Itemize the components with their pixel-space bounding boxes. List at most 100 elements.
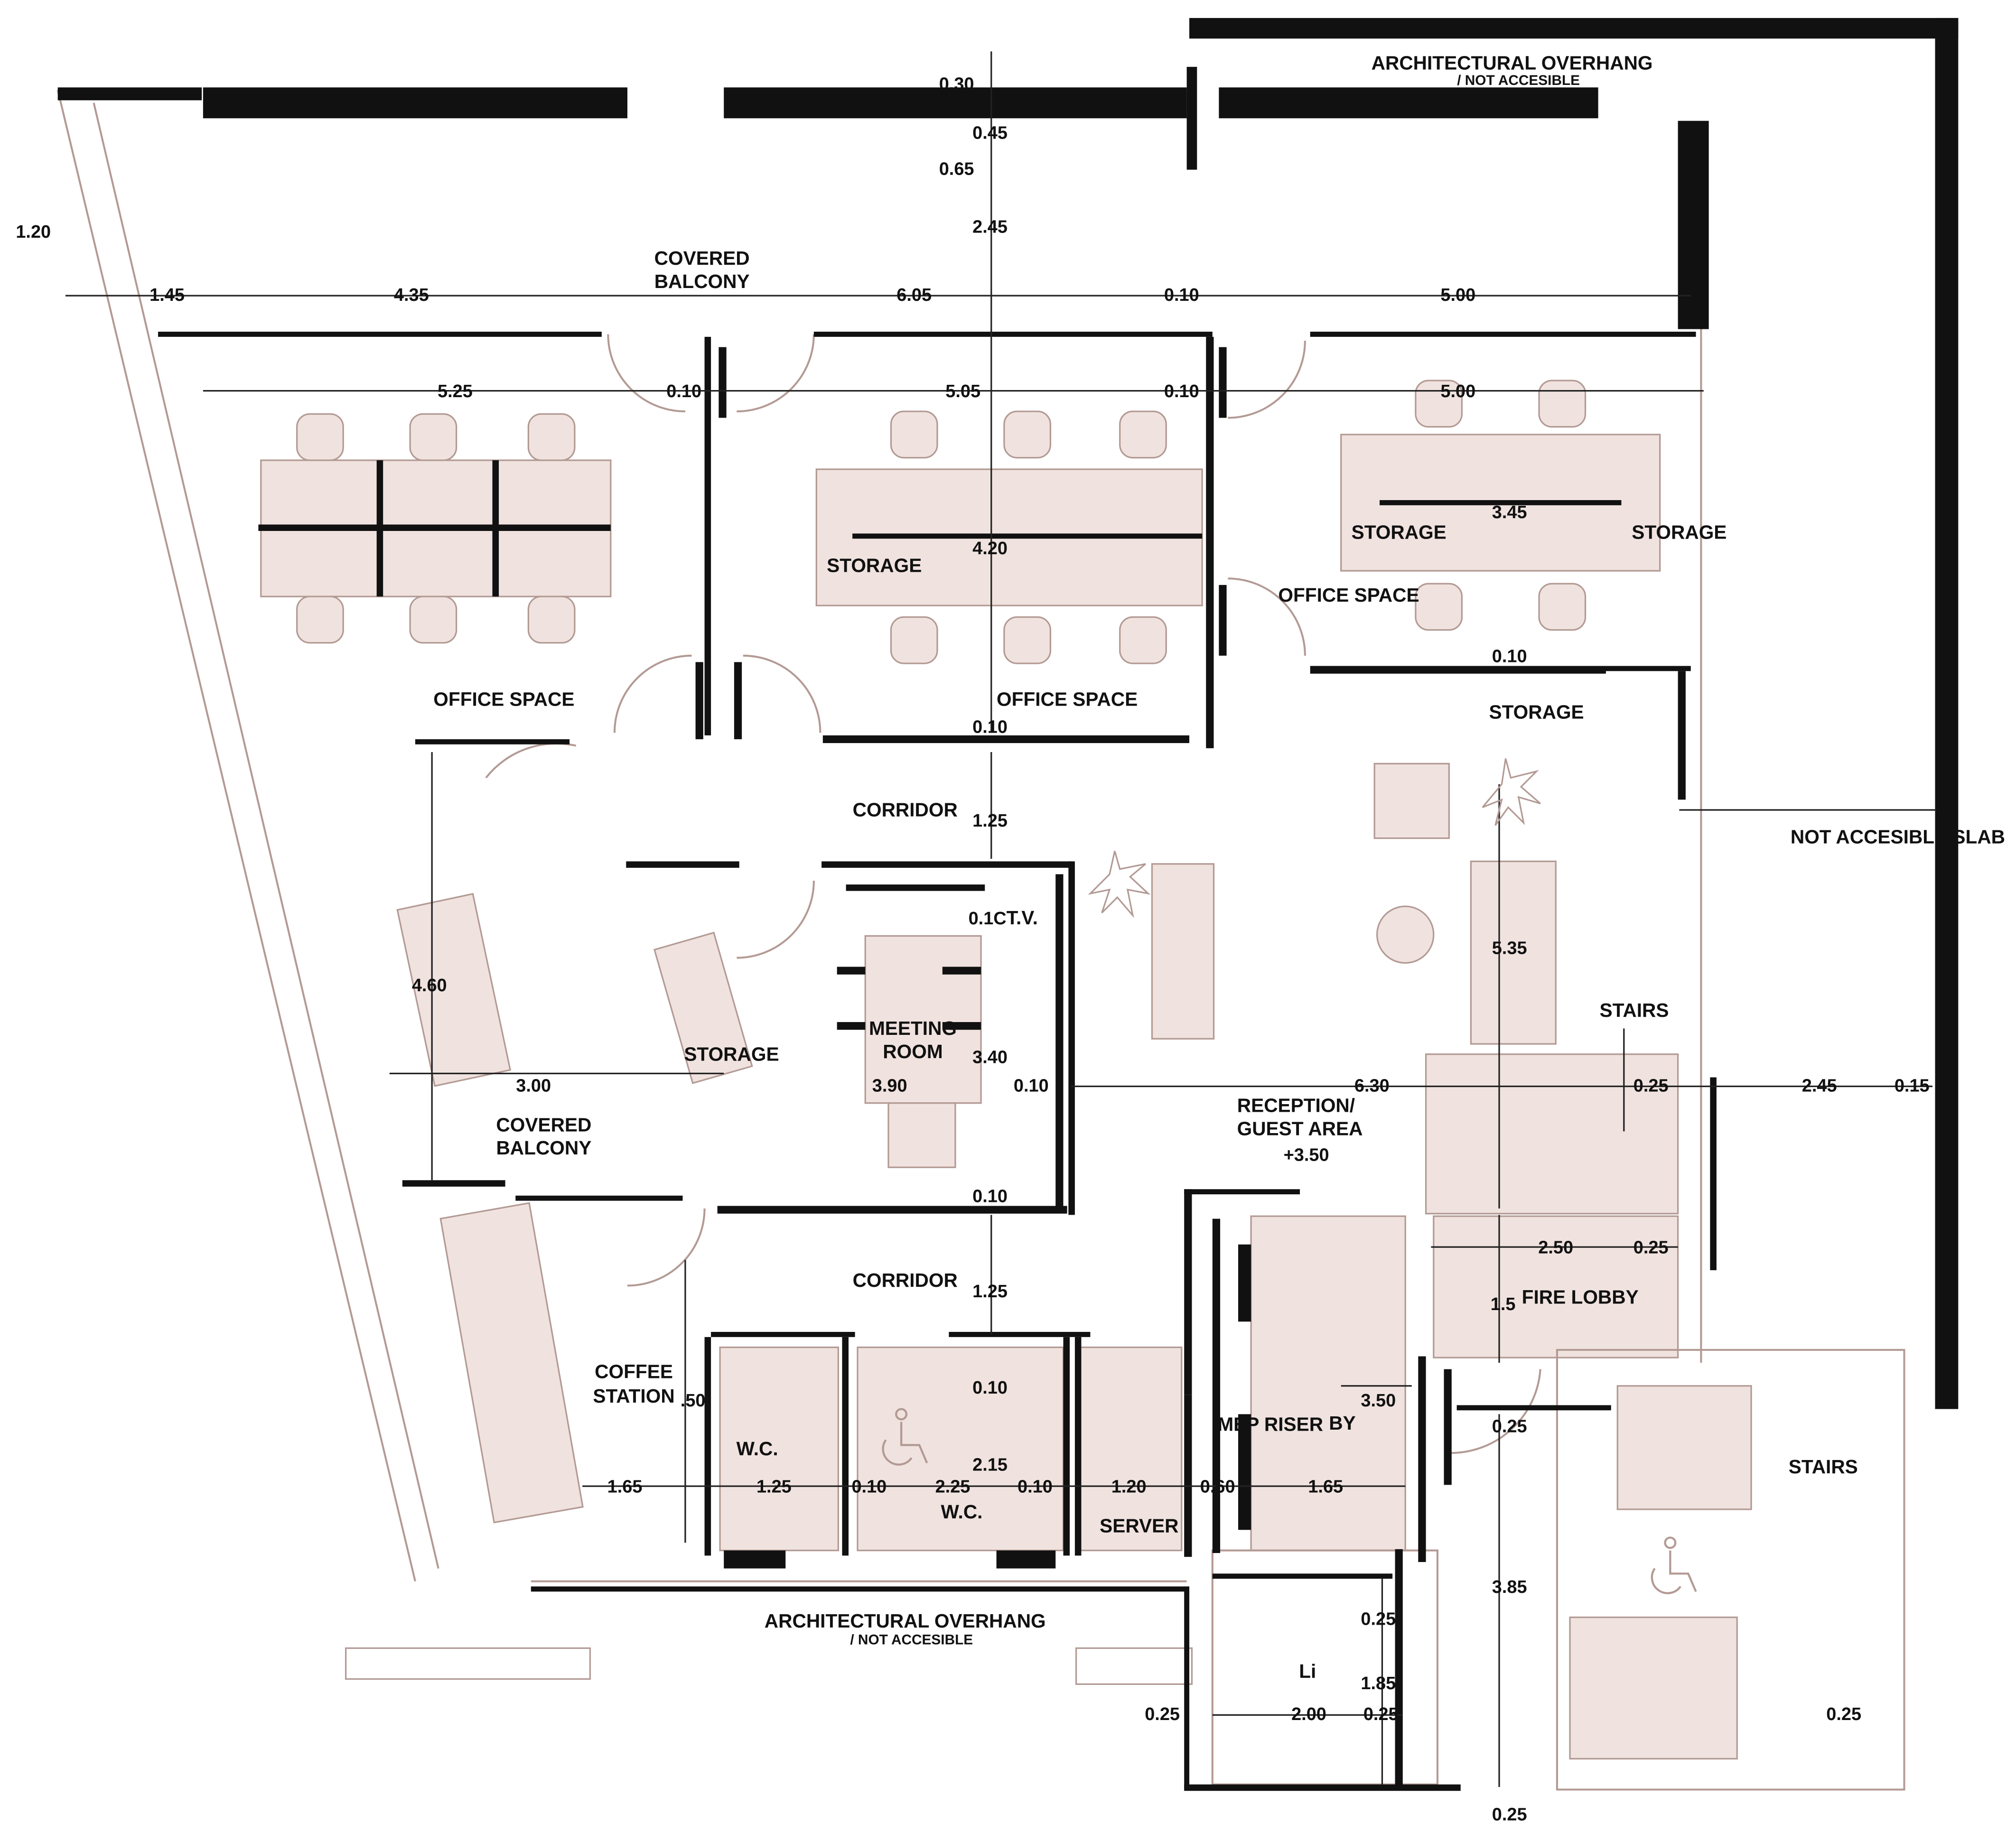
stair-block-upper [1425, 1053, 1679, 1215]
desk-divider [492, 460, 499, 597]
dim-label: 5.35 [1492, 938, 1527, 958]
dim-label: 0.25 [1492, 1416, 1527, 1436]
core-wall [1184, 1189, 1300, 1195]
armchair [1373, 763, 1450, 839]
west-glazing [56, 90, 416, 1582]
wc-floor-1 [719, 1346, 839, 1552]
label-overhang-bottom-sub: / NOT ACCESIBLE [850, 1632, 973, 1647]
meeting-wall-right2 [1068, 861, 1075, 1215]
dim-label: 0.10 [1164, 285, 1199, 305]
partition [695, 662, 703, 739]
label-meeting-room: MEETING [869, 1017, 957, 1039]
partition [719, 347, 727, 418]
dimension-labels: 0.30 0.45 0.65 2.45 1.20 1.45 4.35 6.05 … [16, 74, 1929, 1823]
dim-label: 3.90 [872, 1076, 907, 1096]
dim-label: 3.40 [972, 1048, 1008, 1068]
label-overhang-top: ARCHITECTURAL OVERHANG [1372, 52, 1653, 74]
label-storage-right-c: STORAGE [1489, 701, 1584, 723]
dim-label: 0.25 [1492, 1805, 1527, 1823]
dim-label: 0.10 [972, 1186, 1008, 1206]
core-wall [1710, 1077, 1717, 1270]
partition [1678, 671, 1686, 800]
dim-label: 5.00 [1440, 285, 1475, 305]
dim-label: 1.25 [972, 811, 1008, 831]
round-table [1376, 905, 1435, 964]
wc-wall [1063, 1337, 1070, 1556]
wheelchair-icon [1651, 1536, 1697, 1594]
chair [1415, 380, 1463, 428]
walls-layer [57, 18, 1959, 1791]
label-storage-middle: STORAGE [827, 555, 922, 577]
door-swing [743, 654, 821, 733]
label-overhang-bottom: ARCHITECTURAL OVERHANG [765, 1610, 1046, 1632]
meeting-seat-bar [942, 967, 981, 975]
wc-wall-top [949, 1331, 1091, 1337]
chair [296, 595, 344, 644]
label-coffee-station-2: STATION [593, 1385, 674, 1407]
coffee-counter [439, 1202, 584, 1524]
core-wall [1184, 1189, 1192, 1395]
core-wall [1238, 1244, 1251, 1322]
south-wall [531, 1586, 1190, 1592]
door-swing [627, 1208, 706, 1287]
dim-label: 5.05 [945, 381, 980, 401]
dim-label: 5.00 [1440, 381, 1475, 401]
label-lift: Li [1299, 1660, 1316, 1682]
label-wc-1: W.C. [737, 1438, 778, 1460]
label-balcony-top-2: BALCONY [654, 270, 750, 292]
dim-label: 3.00 [516, 1076, 551, 1096]
planter [345, 1647, 591, 1680]
meeting-seat-bar [837, 1022, 866, 1030]
plant-icon [1482, 758, 1541, 826]
dimension-lines [65, 51, 1937, 1787]
chair [409, 595, 457, 644]
wc-floor-2 [857, 1346, 1064, 1552]
dim-label: 0.1C [969, 909, 1007, 929]
label-coffee-station: COFFEE [595, 1361, 673, 1383]
label-lobby-suffix: BY [1329, 1412, 1355, 1434]
dim-label: 0.45 [972, 123, 1008, 143]
chair [890, 410, 938, 459]
door-swing [1444, 1369, 1541, 1454]
label-server: SERVER [1100, 1515, 1178, 1537]
lower-stair-enclosure [1556, 1349, 1905, 1791]
glazing-layer [56, 90, 1905, 1791]
label-balcony-left-2: BALCONY [496, 1137, 591, 1159]
plant-icon [1088, 851, 1151, 918]
label-storage-right-a: STORAGE [1352, 521, 1447, 543]
label-balcony-top: COVERED [654, 247, 750, 269]
chair [1538, 583, 1587, 631]
dim-label: 1.45 [149, 285, 185, 305]
partition [1206, 336, 1214, 748]
stair-flight-a [1616, 1385, 1752, 1510]
core-wall [1418, 1356, 1426, 1562]
label-reception: RECEPTION/ [1237, 1095, 1355, 1116]
meeting-seat-bar [837, 967, 866, 975]
north-wall-mid2 [724, 87, 1187, 119]
partition [515, 1195, 683, 1201]
partition [822, 735, 1190, 744]
partition [158, 332, 602, 337]
partition [415, 739, 570, 744]
dim-label: 6.30 [1354, 1076, 1390, 1096]
dim-label: 2.50 [1538, 1238, 1573, 1258]
north-wall-left [57, 87, 202, 101]
north-wall-mid [203, 87, 628, 119]
label-corridor-bottom: CORRIDOR [853, 1269, 958, 1291]
label-wc-2: W.C. [941, 1501, 982, 1523]
partition [704, 336, 711, 735]
west-glazing-inner [93, 102, 439, 1569]
dim-label: 5.25 [438, 381, 473, 401]
dim-label: 0.25 [1826, 1704, 1861, 1724]
column-top [1186, 66, 1197, 170]
label-office-left: OFFICE SPACE [433, 688, 574, 710]
reception-desk [1151, 863, 1215, 1040]
dim-label: 0.25 [1633, 1076, 1669, 1096]
chair [890, 616, 938, 664]
chair [296, 413, 344, 461]
wc-wall-top [711, 1331, 855, 1337]
partition [1219, 347, 1227, 418]
server-floor [1078, 1346, 1183, 1552]
dim-label: 4.35 [394, 285, 429, 305]
core-wall [1444, 1369, 1452, 1485]
